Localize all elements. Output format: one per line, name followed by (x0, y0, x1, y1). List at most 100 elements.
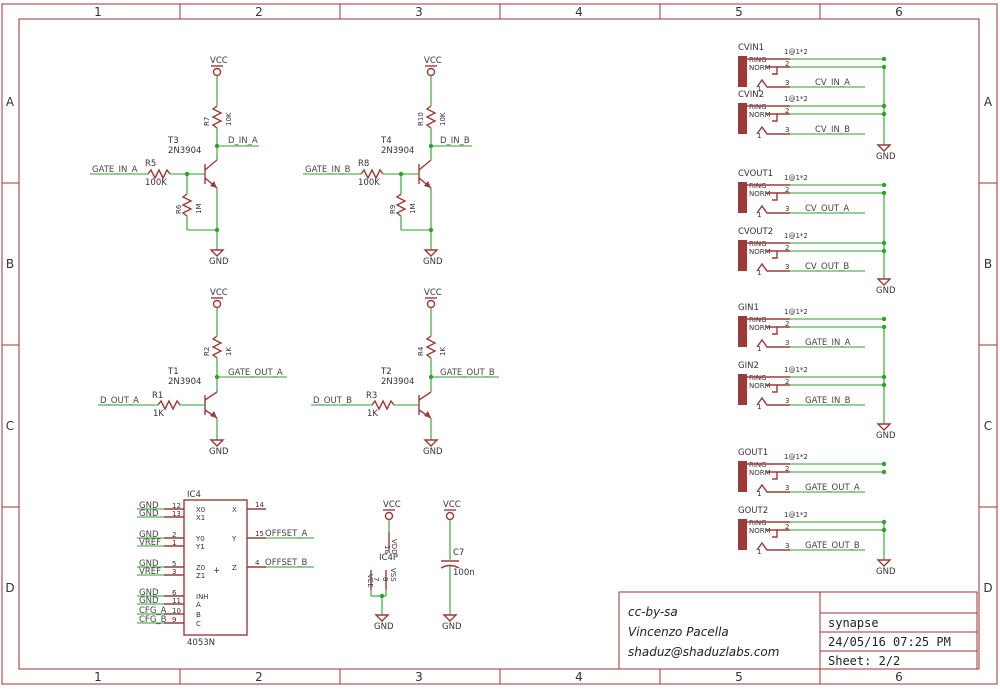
pin-number: 5 (172, 560, 176, 568)
jack-switch (772, 251, 778, 259)
jack-switch (772, 385, 778, 393)
jack-body (738, 461, 747, 492)
pin-name: VEE (366, 574, 374, 588)
jack-tip (756, 78, 790, 88)
jack-pin-number: 1 (757, 211, 761, 219)
driver-b: VCC R4 1K GATE_OUT_B T2 2N3904 D_OUT_B R… (311, 288, 499, 457)
pin-name: VSS (389, 568, 397, 582)
jack-tip (756, 483, 790, 493)
jack-ring-label: RING (749, 182, 767, 190)
vcc-label: VCC (424, 56, 442, 66)
capacitor-label: C7 (453, 548, 464, 558)
jack-norm-label: NORM (749, 324, 771, 332)
pin-number: 12 (172, 502, 181, 510)
net-label: GND (139, 588, 159, 598)
jack-ring-label: RING (749, 519, 767, 527)
jack-label: GOUT1 (738, 448, 768, 458)
jack-pin-id: 1@1*2 (784, 232, 808, 240)
jack-ring-label: RING (749, 374, 767, 382)
pin-name: A (196, 601, 201, 609)
resistor-label: R9 (389, 205, 397, 214)
zone-row-b: B (984, 257, 992, 271)
jack-body (738, 316, 747, 347)
transistor-label: T4 (380, 136, 392, 146)
net-label: CV_IN_B (815, 125, 850, 135)
resistor-label: R6 (175, 204, 183, 214)
decoupling-capacitor: VCC C7 100n GND (440, 500, 475, 632)
junction-dot (881, 182, 887, 188)
zone-row-c: C (6, 419, 14, 433)
gnd-label: GND (374, 622, 394, 632)
zone-row-a: A (6, 95, 15, 109)
pin-name: C (196, 620, 201, 628)
resistor-value: 1M (409, 204, 417, 215)
vcc-label: VCC (424, 288, 442, 298)
jack-pin-number: 3 (785, 263, 789, 271)
jack-pin-number: 1 (757, 345, 761, 353)
pin-number: 9 (172, 616, 176, 624)
zone-col-2: 2 (255, 5, 263, 19)
jack-tip (756, 125, 790, 135)
jack-switch (772, 67, 778, 75)
jack-ring-label: RING (749, 240, 767, 248)
jack-switch (772, 193, 778, 201)
net-label: D_OUT_B (313, 396, 352, 406)
net-label: GND (139, 530, 159, 540)
gnd-label: GND (876, 567, 896, 577)
pin-number: 4 (255, 559, 260, 567)
jack-pin-id: 1@1*2 (784, 308, 808, 316)
jack-tip (756, 396, 790, 406)
jack-pin-number: 2 (785, 244, 789, 252)
gnd-label: GND (423, 257, 443, 267)
jack-norm-label: NORM (749, 382, 771, 390)
junction-dot (881, 56, 887, 62)
net-label: GATE_OUT_A (228, 368, 283, 378)
net-label: GATE_IN_A (92, 165, 138, 175)
jack-pin-number: 3 (785, 79, 789, 87)
pin-number: 7 (372, 577, 380, 581)
zone-row-d: D (5, 581, 14, 595)
zone-row-c: C (984, 419, 992, 433)
net-label: GND (139, 596, 159, 606)
net-label: GND (139, 509, 159, 519)
pin-name: Z0 (196, 564, 205, 572)
resistor-label: R4 (417, 346, 425, 356)
vcc-label: VCC (443, 500, 461, 510)
jack-body (738, 103, 747, 134)
frame-column-labels-bottom: 1 2 3 4 5 6 (94, 670, 903, 684)
jack-pin-number: 2 (785, 465, 789, 473)
net-label: CFG_B (139, 615, 167, 625)
jack-norm-label: NORM (749, 248, 771, 256)
junction-dot (881, 469, 887, 475)
net-label: GATE_IN_B (305, 165, 351, 175)
jack-label: CVIN2 (738, 90, 764, 100)
resistor-label: R8 (358, 159, 369, 169)
jack-pin-number: 3 (785, 397, 789, 405)
jack-pin-number: 2 (785, 60, 789, 68)
resistor-label: R5 (145, 159, 156, 169)
inverter-b: VCC R10 10K D_IN_B T4 2N3904 GATE_IN_B R… (303, 56, 472, 267)
zone-col-3: 3 (415, 670, 423, 684)
zone-col-6: 6 (895, 5, 903, 19)
gnd-label: GND (442, 622, 462, 632)
resistor-value: 1M (195, 204, 203, 215)
jack-ring-label: RING (749, 316, 767, 324)
jack-pin-number: 3 (785, 339, 789, 347)
jack-label: CVOUT2 (738, 227, 773, 237)
ic-label: IC4 (187, 490, 201, 500)
zone-row-d: D (983, 581, 992, 595)
sheet-number: Sheet: 2/2 (828, 654, 900, 668)
pin-name: B (196, 611, 201, 619)
pin-number: 10 (172, 607, 181, 615)
net-label: GATE_OUT_A (805, 483, 860, 493)
inverter-a: VCC R7 10K D_IN_A T3 2N3904 GATE_IN_A R5… (90, 56, 259, 267)
vcc-label: VCC (210, 288, 228, 298)
gnd-label: GND (876, 152, 896, 162)
jack-pin-number: 3 (785, 126, 789, 134)
ic4-power-pins: VCC 16 VDD IC4P VEE 7 8 VSS GND (366, 500, 401, 632)
resistor-value: 1K (225, 347, 233, 356)
